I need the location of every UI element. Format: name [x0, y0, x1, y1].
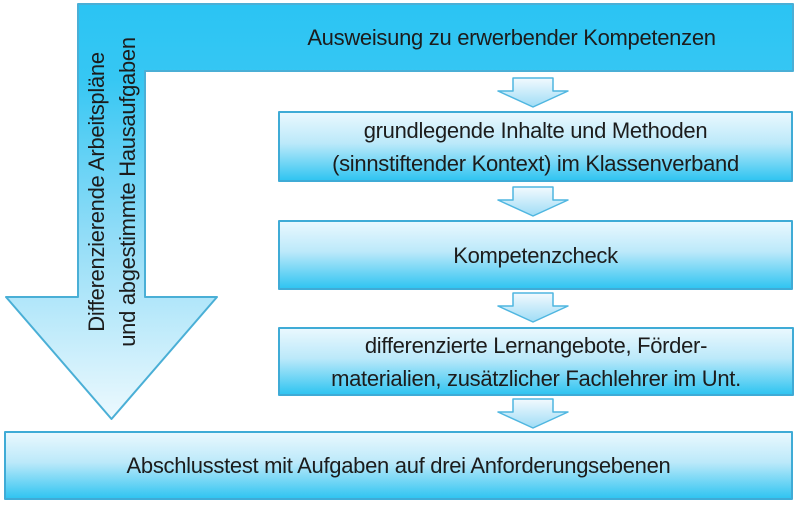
step-text: differenzierte Lernangebote, Förder- [364, 332, 708, 358]
flow-step-1-label: Ausweisung zu erwerbender Kompetenzen [230, 4, 793, 71]
side-down-arrow-shape [5, 3, 794, 420]
down-arrow-icon-3 [497, 292, 569, 323]
flow-step-3: Kompetenzcheck [278, 220, 793, 290]
side-arrow-line-1: Differenzierende Arbeitspläne [84, 52, 109, 332]
side-arrow-line-2: und abgestimmte Hausaufgaben [115, 37, 140, 347]
flow-step-4: differenzierte Lernangebote, Förder- mat… [278, 327, 794, 396]
down-arrow-icon-2 [497, 186, 569, 217]
flow-step-2: grundlegende Inhalte und Methoden (sinns… [278, 111, 793, 182]
flow-step-5: Abschlusstest mit Aufgaben auf drei Anfo… [4, 431, 793, 500]
step-text: Kompetenzcheck [453, 242, 618, 268]
step-text: Abschlusstest mit Aufgaben auf drei Anfo… [126, 453, 671, 478]
down-arrow-icon-1 [497, 77, 569, 108]
step-text: materialien, zusätzlicher Fachlehrer im … [331, 365, 741, 391]
step-text: grundlegende Inhalte und Methoden [363, 117, 708, 143]
down-arrow-icon-4 [497, 398, 569, 429]
step-text: (sinnstiftender Kontext) im Klassenverba… [332, 150, 739, 176]
step-text: Ausweisung zu erwerbender Kompetenzen [307, 24, 716, 50]
side-arrow-label: Differenzierende Arbeitspläne und abgest… [79, 0, 145, 392]
